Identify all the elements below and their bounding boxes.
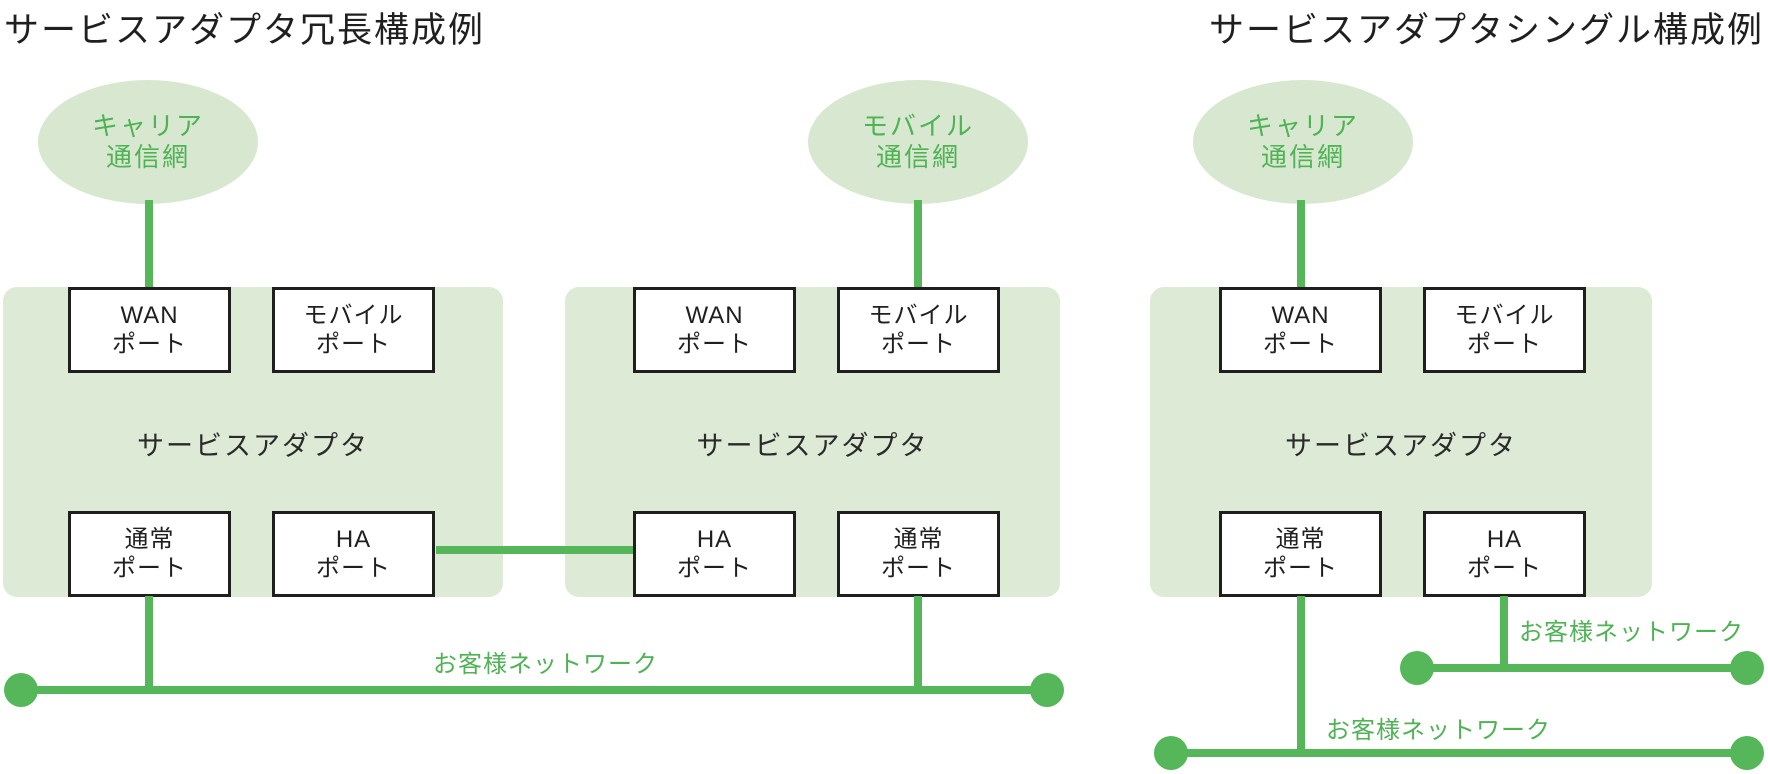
port-box-wan-adapter1: WAN ポート	[68, 287, 231, 373]
port-box-ha-adapter3: HA ポート	[1423, 511, 1586, 597]
port-label-line1: HA	[696, 526, 733, 553]
ha-link-line	[436, 546, 635, 554]
port-label-line2: ポート	[881, 555, 956, 582]
port-label-line2: ポート	[112, 331, 187, 358]
service-adapter-2-label: サービスアダプタ	[696, 431, 929, 461]
port-label-line1: WAN	[685, 302, 744, 329]
mobile-network-cloud: モバイル 通信網	[808, 80, 1028, 204]
customer-network-label-left: お客様ネットワーク	[433, 651, 658, 678]
customer-network-line-right-lower	[1171, 749, 1747, 757]
port-box-wan-adapter2: WAN ポート	[633, 287, 796, 373]
service-adapter-1-label: サービスアダプタ	[137, 431, 369, 461]
cloud-label-line2: 通信網	[105, 142, 190, 172]
connector-carrier-right-to-wan	[1297, 200, 1305, 288]
network-endpoint-dot	[1730, 736, 1764, 770]
port-box-wan-adapter3: WAN ポート	[1219, 287, 1382, 373]
cloud-label-line1: モバイル	[861, 111, 974, 141]
drop-line-adapter3-normal-port	[1297, 596, 1305, 753]
customer-network-label-right-upper: お客様ネットワーク	[1519, 619, 1744, 646]
port-box-normal-adapter2: 通常 ポート	[837, 511, 1000, 597]
port-label-line1: モバイル	[1454, 302, 1555, 329]
port-label-line2: ポート	[316, 331, 391, 358]
drop-line-adapter1-normal-port	[145, 596, 153, 692]
port-label-line2: ポート	[677, 555, 752, 582]
customer-network-label-right-lower: お客様ネットワーク	[1326, 717, 1551, 744]
port-box-ha-adapter1: HA ポート	[272, 511, 435, 597]
port-label-line2: ポート	[881, 331, 956, 358]
port-box-mobile-adapter3: モバイル ポート	[1423, 287, 1586, 373]
port-label-line2: ポート	[316, 555, 391, 582]
port-label-line1: HA	[1486, 526, 1523, 553]
connector-mobile-to-mobile-port	[914, 200, 922, 289]
customer-network-line-right-upper	[1417, 664, 1747, 672]
network-endpoint-dot	[4, 673, 38, 707]
connector-carrier-left-to-wan	[145, 200, 153, 288]
port-label-line2: ポート	[1263, 331, 1338, 358]
port-label-line1: WAN	[120, 302, 179, 329]
cloud-label-line2: 通信網	[1260, 142, 1345, 172]
network-endpoint-dot	[1400, 651, 1434, 685]
port-label-line2: ポート	[1263, 555, 1338, 582]
cloud-label-line1: キャリア	[91, 111, 204, 141]
port-label-line1: 通常	[124, 526, 175, 553]
drop-line-adapter2-normal-port	[914, 596, 922, 692]
port-box-ha-adapter2: HA ポート	[633, 511, 796, 597]
network-endpoint-dot	[1154, 736, 1188, 770]
port-label-line1: WAN	[1271, 302, 1330, 329]
port-box-mobile-adapter2: モバイル ポート	[837, 287, 1000, 373]
port-box-normal-adapter1: 通常 ポート	[68, 511, 231, 597]
port-label-line1: モバイル	[303, 302, 404, 329]
carrier-network-cloud-right: キャリア 通信網	[1193, 80, 1413, 204]
port-label-line2: ポート	[112, 555, 187, 582]
port-label-line1: モバイル	[868, 302, 969, 329]
carrier-network-cloud-left: キャリア 通信網	[38, 80, 258, 204]
network-endpoint-dot	[1730, 651, 1764, 685]
port-box-normal-adapter3: 通常 ポート	[1219, 511, 1382, 597]
network-endpoint-dot	[1030, 673, 1064, 707]
port-label-line1: 通常	[1275, 526, 1326, 553]
port-label-line2: ポート	[677, 331, 752, 358]
port-box-mobile-adapter1: モバイル ポート	[272, 287, 435, 373]
single-config-title: サービスアダプタシングル構成例	[1208, 11, 1764, 50]
redundant-config-title: サービスアダプタ冗長構成例	[4, 11, 486, 50]
port-label-line1: HA	[335, 526, 372, 553]
cloud-label-line2: 通信網	[875, 142, 960, 172]
service-adapter-3-label: サービスアダプタ	[1285, 431, 1517, 461]
port-label-line2: ポート	[1467, 331, 1542, 358]
drop-line-adapter3-ha-port	[1500, 596, 1508, 672]
port-label-line2: ポート	[1467, 555, 1542, 582]
cloud-label-line1: キャリア	[1246, 111, 1359, 141]
customer-network-line-left	[21, 686, 1047, 694]
port-label-line1: 通常	[893, 526, 944, 553]
